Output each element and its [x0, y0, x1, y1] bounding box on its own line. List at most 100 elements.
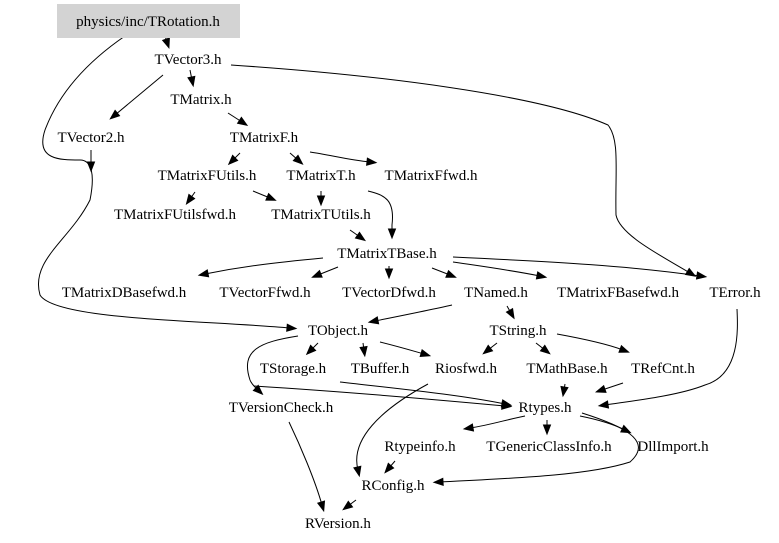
node-label: TMatrixFUtilsfwd.h — [114, 207, 237, 223]
edge-line — [469, 415, 526, 429]
node-Rtypeinfo[interactable]: Rtypeinfo.h — [384, 439, 456, 455]
arrowhead-icon — [109, 109, 121, 120]
node-TMatrixF[interactable]: TMatrixF.h — [230, 130, 299, 146]
edge-TMatrix-to-TMatrixF — [227, 112, 249, 126]
node-label: TError.h — [709, 285, 761, 301]
edge-TString-to-TRefCnt — [556, 333, 630, 353]
node-TMathBase[interactable]: TMathBase.h — [526, 361, 608, 377]
arrowhead-icon — [535, 271, 548, 280]
arrowhead-icon — [539, 344, 551, 355]
node-TString[interactable]: TString.h — [489, 323, 547, 339]
node-TVectorDfwd[interactable]: TVectorDfwd.h — [342, 285, 436, 301]
arrowhead-icon — [384, 462, 395, 474]
node-label: TBuffer.h — [351, 361, 410, 377]
arrowhead-icon — [505, 307, 515, 320]
edge-TVector2-to-TObject — [86, 150, 96, 173]
edge-line — [604, 308, 738, 406]
edge-line — [339, 381, 506, 405]
node-Rtypes[interactable]: Rtypes.h — [519, 400, 572, 416]
node-DllImport[interactable]: DllImport.h — [637, 439, 709, 455]
edge-TString-to-Riosfwd — [482, 342, 498, 355]
edge-line — [367, 190, 394, 232]
edge-TNamed-to-TObject — [367, 304, 453, 325]
node-label: TVectorDfwd.h — [342, 285, 436, 301]
node-TMatrixFUtilsfwd[interactable]: TMatrixFUtilsfwd.h — [114, 207, 237, 223]
edge-TRefCnt-to-Rtypes — [595, 382, 624, 393]
edge-TMatrixFUtils-to-TMatrixTUtils — [252, 190, 277, 201]
edge-TMatrixF-to-TMatrixFUtils — [227, 152, 241, 166]
arrowhead-icon — [197, 269, 210, 278]
node-TMatrixDBasefwd[interactable]: TMatrixDBasefwd.h — [62, 285, 187, 301]
arrowhead-icon — [367, 316, 380, 325]
edge-line — [556, 333, 624, 351]
edge-TVector3-to-TMatrix — [187, 69, 196, 88]
arrowhead-icon — [342, 500, 354, 511]
node-Riosfwd[interactable]: Riosfwd.h — [435, 361, 498, 377]
node-TMatrixFfwd[interactable]: TMatrixFfwd.h — [385, 168, 478, 184]
node-TGenericClassInfo[interactable]: TGenericClassInfo.h — [486, 439, 612, 455]
node-TNamed[interactable]: TNamed.h — [464, 285, 528, 301]
edge-line — [374, 304, 453, 322]
node-label: TMatrix.h — [170, 92, 232, 108]
edge-line — [356, 383, 429, 471]
node-TMatrixFBasefwd[interactable]: TMatrixFBasefwd.h — [557, 285, 680, 301]
node-TVersionCheck[interactable]: TVersionCheck.h — [229, 400, 334, 416]
arrowhead-icon — [354, 231, 367, 242]
node-TRotation[interactable]: physics/inc/TRotation.h — [57, 4, 240, 38]
node-TMatrixTUtils[interactable]: TMatrixTUtils.h — [271, 207, 371, 223]
edge-Rtypes-to-TGenericClassInfo — [542, 420, 552, 436]
edge-TMatrixF-to-TMatrixFfwd — [309, 151, 378, 166]
arrowhead-icon — [445, 269, 457, 278]
edge-TNamed-to-TString — [505, 305, 515, 320]
arrowhead-icon — [501, 401, 513, 410]
node-TMatrixT[interactable]: TMatrixT.h — [286, 168, 356, 184]
node-TError[interactable]: TError.h — [709, 285, 761, 301]
node-label: TString.h — [489, 323, 547, 339]
arrowhead-icon — [265, 192, 277, 201]
node-label: TVersionCheck.h — [229, 400, 334, 416]
arrowhead-icon — [305, 344, 317, 356]
node-label: TMatrixF.h — [230, 130, 299, 146]
arrowhead-icon — [86, 161, 96, 173]
edges-layer — [38, 32, 738, 513]
edge-TObject-to-TStorage — [305, 342, 319, 356]
node-TMatrixFUtils[interactable]: TMatrixFUtils.h — [158, 168, 257, 184]
edge-Rtypes-to-DllImport — [579, 415, 632, 434]
node-TMatrixTBase[interactable]: TMatrixTBase.h — [337, 246, 437, 262]
arrowhead-icon — [618, 344, 630, 353]
edge-line — [309, 151, 371, 163]
node-RVersion[interactable]: RVersion.h — [305, 516, 371, 532]
node-TMatrix[interactable]: TMatrix.h — [170, 92, 232, 108]
node-TVector2[interactable]: TVector2.h — [57, 130, 125, 146]
node-TBuffer[interactable]: TBuffer.h — [351, 361, 410, 377]
node-label: TGenericClassInfo.h — [486, 439, 612, 455]
edge-TObject-to-TVersionCheck — [247, 335, 299, 396]
node-label: TMatrixT.h — [286, 168, 356, 184]
node-TVectorFfwd[interactable]: TVectorFfwd.h — [219, 285, 311, 301]
edge-Riosfwd-to-RConfig — [353, 383, 429, 478]
arrowhead-icon — [187, 75, 196, 88]
edge-line — [114, 74, 164, 116]
node-label: physics/inc/TRotation.h — [76, 14, 220, 30]
node-label: TRefCnt.h — [631, 361, 695, 377]
arrowhead-icon — [387, 228, 397, 240]
node-TStorage[interactable]: TStorage.h — [260, 361, 327, 377]
edge-TMatrixFUtils-to-TMatrixFUtilsfwd — [185, 191, 196, 206]
arrowhead-icon — [286, 323, 298, 332]
node-RConfig[interactable]: RConfig.h — [362, 478, 425, 494]
node-label: TStorage.h — [260, 361, 327, 377]
arrowhead-icon — [227, 154, 239, 166]
edge-TVersionCheck-to-RVersion — [288, 421, 326, 513]
edge-line — [601, 382, 624, 391]
edge-line — [204, 257, 324, 275]
node-label: TMathBase.h — [526, 361, 608, 377]
node-TRefCnt[interactable]: TRefCnt.h — [631, 361, 695, 377]
edge-TMatrixTBase-to-TVectorDfwd — [384, 266, 394, 280]
node-TVector3[interactable]: TVector3.h — [154, 52, 222, 68]
arrowhead-icon — [597, 400, 610, 409]
edge-TRotation-to-TObject — [38, 35, 298, 332]
node-label: TObject.h — [308, 323, 369, 339]
node-TObject[interactable]: TObject.h — [308, 323, 369, 339]
arrowhead-icon — [595, 384, 607, 393]
